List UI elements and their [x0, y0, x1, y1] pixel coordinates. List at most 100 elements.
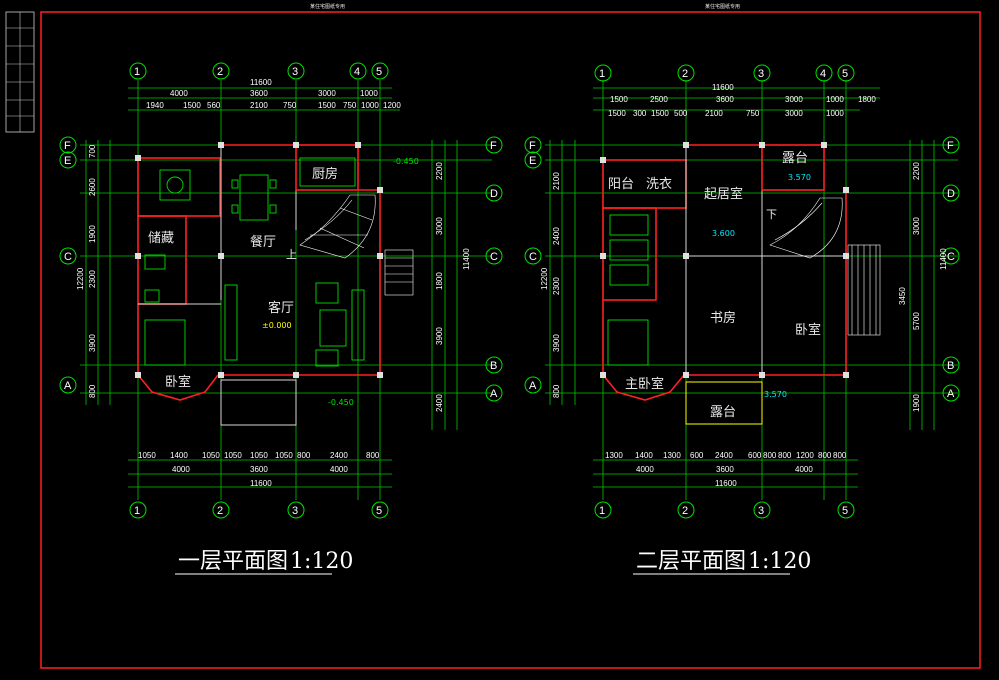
plan2-right-total: 11400: [939, 248, 948, 270]
plan2-axis-yF-left: F: [529, 140, 536, 152]
plan1-bottom-dim-2-3: 4000: [330, 465, 348, 474]
plan1-room-storage: 储藏: [148, 231, 174, 246]
plan1-stair-up: 上: [286, 248, 297, 261]
plan1-level-outdoor-1: -0.450: [393, 157, 419, 166]
plan2-axis-left: F E C A: [524, 136, 542, 394]
plan1-level-outdoor-2: -0.450: [328, 398, 354, 407]
plan1-bottom-dim-9: 800: [366, 451, 380, 460]
plan2-axis-yC-right: C: [947, 251, 955, 263]
plan2-axis-yF-right: F: [947, 140, 954, 152]
plan2-room-family: 起居室: [704, 186, 743, 202]
plan1-columns: [135, 142, 383, 378]
plan2-grid-lines: [545, 80, 958, 500]
plan1-furniture: [144, 157, 365, 367]
plan2-left-dim-3: 2300: [552, 277, 561, 295]
plan1-axis-x1-top: 1: [134, 66, 140, 78]
plan1-left-dim-3: 1900: [88, 225, 97, 243]
plan1-stair: [299, 194, 414, 296]
plan1-bottom-dim-5: 1050: [250, 451, 268, 460]
plan1-scale: 1:120: [290, 549, 353, 574]
plan1-left-total: 12200: [76, 267, 85, 290]
plan1-grid-lines: [80, 80, 492, 500]
plan2-title: 二层平面图: [636, 549, 746, 574]
plan1-top-dim-3: 3000: [318, 89, 336, 98]
plan2-top-dim-5: 1000: [826, 95, 844, 104]
plan1-axis-yF-left: F: [64, 140, 71, 152]
plan2-top-dim-4: 3000: [785, 95, 803, 104]
plan1-right-dim-1: 2200: [435, 162, 444, 180]
plan1-axis-yE-left: E: [64, 155, 71, 167]
plan2-axis-yE-left: E: [529, 155, 536, 167]
plan1-bottom-dim-2-2: 3600: [250, 465, 268, 474]
plan2-bottom-dim-2: 1400: [635, 451, 653, 460]
second-floor-plan: 1 2 3 4 5 1 2 3 5 F E C A F D C B A 1160…: [524, 64, 960, 575]
plan2-bottom-dim-3: 1300: [663, 451, 681, 460]
first-floor-plan: 1 2 3 4 5 1 2 3 5 F E C A F D C B A 1160…: [59, 62, 503, 575]
plan1-top-dim-2-7: 750: [343, 101, 357, 110]
plan2-total-dim-bottom: 11600: [715, 479, 737, 488]
plan1-bottom-dim-4: 1050: [224, 451, 242, 460]
plan1-axis-bottom: 1 2 3 5: [129, 501, 389, 519]
plan1-level-floor: ±0.000: [262, 321, 292, 330]
plan2-axis-x2-top: 2: [682, 68, 688, 80]
plan1-left-dim-2: 2600: [88, 178, 97, 196]
plan1-bottom-dim-7: 800: [297, 451, 311, 460]
plan1-axis-yA-left: A: [64, 380, 72, 392]
plan2-top-dim-2-8: 1000: [826, 109, 844, 118]
plan2-bottom-dim-2-2: 3600: [716, 465, 734, 474]
plan2-top-dim-2-4: 500: [674, 109, 688, 118]
sheet-top-label-left: 某住宅图纸专用: [310, 3, 345, 10]
plan1-axis-yF-right: F: [490, 140, 497, 152]
plan2-right-dim-3: 3450: [898, 287, 907, 305]
plan1-axis-x1-bottom: 1: [134, 505, 140, 517]
plan1-top-dim-2-1: 1940: [146, 101, 164, 110]
plan1-axis-left: F E C A: [59, 136, 77, 394]
plan1-right-total: 11400: [462, 248, 471, 270]
plan2-room-balcony: 阳台: [608, 177, 634, 192]
plan1-axis-yB-right: B: [490, 360, 497, 372]
plan2-right-dim-4: 5700: [912, 312, 921, 330]
plan2-top-dim-1: 1500: [610, 95, 628, 104]
plan2-bottom-dim-2-1: 4000: [636, 465, 654, 474]
plan2-right-dim-5: 1900: [912, 394, 921, 412]
plan2-top-dim-2-2: 300: [633, 109, 647, 118]
plan1-axis-x3-top: 3: [292, 66, 298, 78]
plan2-walls: [602, 144, 881, 425]
plan2-axis-yA-left: A: [529, 380, 537, 392]
plan1-top-dim-2-4: 2100: [250, 101, 268, 110]
plan1-room-dining: 餐厅: [250, 234, 276, 250]
plan1-top-dim-1: 4000: [170, 89, 188, 98]
plan1-left-dim-5: 3900: [88, 334, 97, 352]
plan2-left-dim-4: 3900: [552, 334, 561, 352]
plan2-axis-x4-top: 4: [820, 68, 826, 80]
plan1-right-dim-3: 1800: [435, 272, 444, 290]
plan2-top-dim-2-5: 2100: [705, 109, 723, 118]
plan1-bottom-dim-2-1: 4000: [172, 465, 190, 474]
plan2-top-dim-2-1: 1500: [608, 109, 626, 118]
plan1-top-dim-2-8: 1000: [361, 101, 379, 110]
plan2-level-terrace-bottom: 3.570: [764, 390, 787, 399]
plan2-left-dim-2: 2400: [552, 227, 561, 245]
plan1-axis-x5-top: 5: [376, 66, 382, 78]
plan1-left-dim-4: 2300: [88, 270, 97, 288]
plan2-left-total: 12200: [540, 267, 549, 290]
plan2-room-terrace-top: 露台: [782, 151, 808, 166]
plan2-room-terrace-bottom: 露台: [710, 405, 736, 420]
sheet-border: [40, 11, 981, 669]
plan2-axis-x5-top: 5: [842, 68, 848, 80]
plan2-axis-yA-right: A: [947, 388, 955, 400]
plan1-right-dim-2: 3000: [435, 217, 444, 235]
plan2-level-terrace-top: 3.570: [788, 173, 811, 182]
plan1-bottom-dim-1: 1050: [138, 451, 156, 460]
plan2-room-study: 书房: [710, 310, 736, 326]
plan1-bottom-dim-8: 2400: [330, 451, 348, 460]
plan1-axis-x2-top: 2: [217, 66, 223, 78]
title-block-lines: [6, 12, 34, 132]
plan1-axis-top: 1 2 3 4 5: [129, 62, 389, 80]
plan2-top-dim-2-6: 750: [746, 109, 760, 118]
plan2-axis-x3-bottom: 3: [758, 505, 764, 517]
plan2-bottom-dim-6: 600: [748, 451, 762, 460]
plan2-right-dim-1: 2200: [912, 162, 921, 180]
plan2-room-bedroom: 卧室: [795, 322, 821, 338]
